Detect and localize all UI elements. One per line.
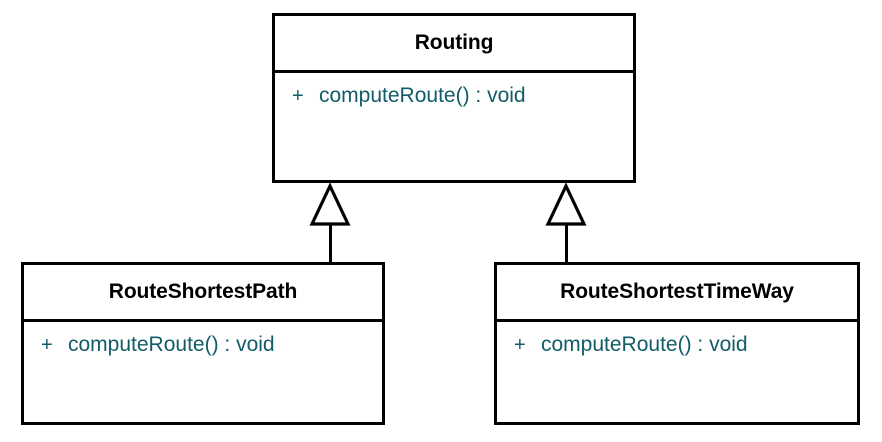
class-box-route-shortest-time-way[interactable]: RouteShortestTimeWay + computeRoute() : … [494, 262, 860, 425]
class-name-compartment: RouteShortestPath [24, 265, 382, 322]
hollow-triangle-arrowhead-icon [309, 183, 351, 226]
member-row[interactable]: + computeRoute() : void [275, 84, 633, 114]
member-signature-label: computeRoute() : void [541, 333, 748, 356]
class-members-compartment: + computeRoute() : void [497, 322, 857, 363]
hollow-triangle-arrowhead-icon [545, 183, 587, 226]
class-name-label: RouteShortestTimeWay [560, 280, 794, 303]
generalization-edge-route-shortest-path[interactable] [308, 183, 352, 262]
member-visibility-marker: + [514, 334, 526, 356]
class-members-compartment: + computeRoute() : void [24, 322, 382, 363]
class-box-route-shortest-path[interactable]: RouteShortestPath + computeRoute() : voi… [21, 262, 385, 425]
class-box-routing[interactable]: Routing + computeRoute() : void [272, 13, 636, 183]
member-visibility-marker: + [292, 85, 304, 107]
member-signature-label: computeRoute() : void [319, 84, 526, 107]
class-members-compartment: + computeRoute() : void [275, 73, 633, 114]
member-visibility-marker: + [41, 334, 53, 356]
generalization-edge-route-shortest-time-way[interactable] [544, 183, 588, 262]
member-signature-label: computeRoute() : void [68, 333, 275, 356]
member-row[interactable]: + computeRoute() : void [24, 333, 382, 363]
generalization-line [564, 225, 568, 262]
member-row[interactable]: + computeRoute() : void [497, 333, 857, 363]
class-name-compartment: Routing [275, 16, 633, 73]
class-name-label: RouteShortestPath [108, 280, 298, 303]
class-name-label: Routing [414, 31, 494, 54]
generalization-line [328, 225, 332, 262]
class-name-compartment: RouteShortestTimeWay [497, 265, 857, 322]
